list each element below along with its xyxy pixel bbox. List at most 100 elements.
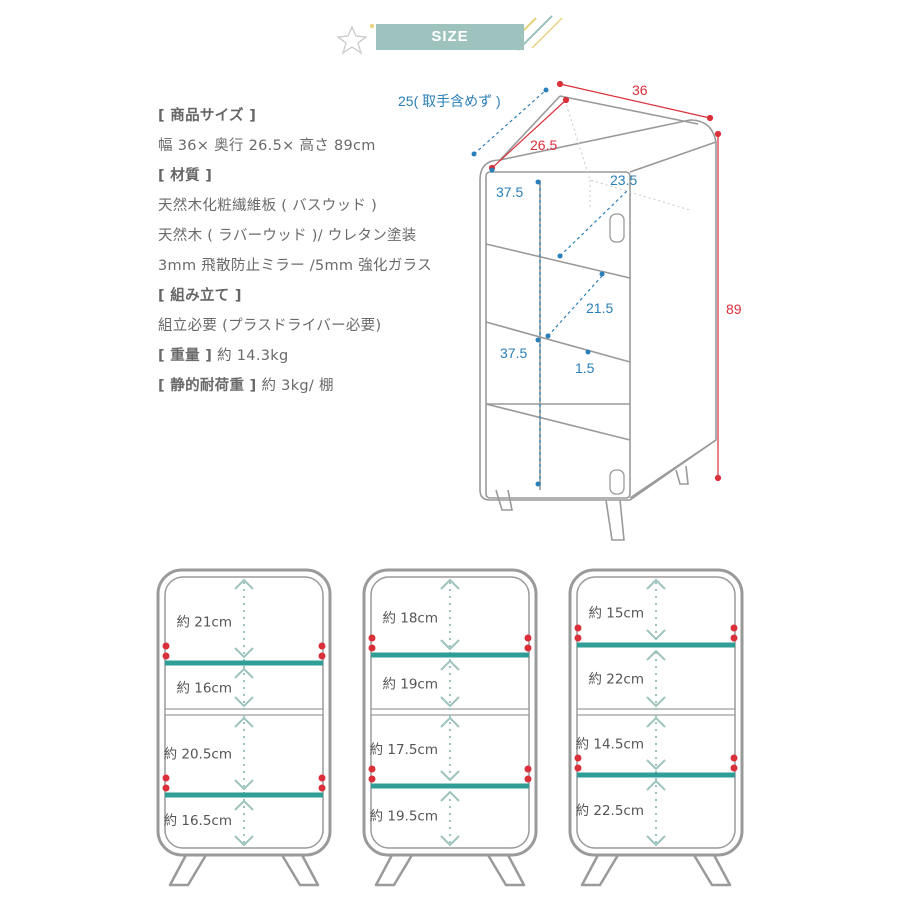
side-bottom: [629, 439, 717, 499]
chevron-down-icon: [646, 759, 666, 771]
shelf-pin: [368, 775, 376, 783]
weight-label: [ 重量 ]: [158, 348, 213, 364]
section-height-label: 約 15cm: [588, 606, 644, 622]
leg: [280, 854, 320, 887]
inner-bottom-label: 37.5: [500, 345, 527, 361]
width-label: 36: [632, 82, 648, 98]
front-frame: [485, 171, 631, 499]
streak-line: [531, 17, 563, 49]
shelf-pin: [368, 634, 376, 642]
shelf-pin: [524, 644, 532, 652]
shelf-pin: [574, 764, 582, 772]
section-height-label: 約 19cm: [382, 677, 438, 693]
material-heading: [ 材質 ]: [158, 168, 213, 184]
shelf-line: [485, 321, 631, 363]
chevron-down-icon: [440, 639, 460, 651]
shelf-pin: [318, 642, 326, 650]
height-label: 89: [726, 301, 742, 317]
depth-label: 26.5: [530, 137, 557, 153]
shelf-pin: [574, 634, 582, 642]
shelf-gap-label: 21.5: [586, 300, 613, 316]
star-icon: [336, 25, 368, 55]
material-line-2: 天然木 ( ラバーウッド )/ ウレタン塗装: [158, 228, 417, 244]
size-banner: SIZE: [376, 24, 524, 50]
weight-row: [ 重量 ] 約 14.3kg: [158, 344, 288, 365]
chevron-up-icon: [646, 779, 666, 791]
section-height-label: 約 20.5cm: [164, 747, 232, 763]
shelf-pin: [162, 652, 170, 660]
shelf-pin: [524, 634, 532, 642]
leg: [168, 854, 208, 887]
shelf-pin: [162, 784, 170, 792]
section-height-label: 約 17.5cm: [370, 742, 438, 758]
shelf-pin: [318, 652, 326, 660]
no-handle-depth-line: [473, 89, 547, 155]
chevron-up-icon: [234, 716, 254, 728]
chevron-up-icon: [646, 649, 666, 661]
size-value: 幅 36× 奥行 26.5× 高さ 89cm: [158, 138, 376, 154]
shelf-pin: [730, 634, 738, 642]
leg: [605, 499, 625, 541]
material-line-3: 3mm 飛散防止ミラー /5mm 強化ガラス: [158, 258, 432, 274]
shelf-pin: [730, 624, 738, 632]
section-height-label: 約 22.5cm: [576, 803, 644, 819]
layout-panel-2: 約 18cm 約 19cm 約 17.5cm 約 19.5cm: [362, 568, 538, 887]
leg: [486, 854, 526, 887]
section-height-label: 約 21cm: [176, 615, 232, 631]
load-row: [ 静的耐荷重 ] 約 3kg/ 棚: [158, 374, 334, 395]
chevron-down-icon: [646, 835, 666, 847]
shelf-pin: [730, 764, 738, 772]
leg: [374, 854, 414, 887]
weight-value: 約 14.3kg: [212, 348, 289, 364]
chevron-up-icon: [234, 667, 254, 679]
shelf-pin: [368, 644, 376, 652]
section-height-label: 約 14.5cm: [576, 737, 644, 753]
chevron-down-icon: [646, 696, 666, 708]
chevron-up-icon: [440, 716, 460, 728]
assembly-heading: [ 組み立て ]: [158, 288, 242, 304]
leg: [692, 854, 732, 887]
shelf-pin: [162, 774, 170, 782]
shelf-pin: [574, 624, 582, 632]
chevron-up-icon: [440, 790, 460, 802]
inner-depth-label: 23.5: [610, 172, 637, 188]
width-dimension-line: [559, 83, 711, 119]
chevron-up-icon: [234, 578, 254, 590]
shelf-pin: [524, 765, 532, 773]
shelf-pin: [524, 775, 532, 783]
section-height-label: 約 22cm: [588, 672, 644, 688]
shelf-gap-line: [547, 275, 603, 337]
load-label: [ 静的耐荷重 ]: [158, 378, 257, 394]
shelf-pin: [318, 784, 326, 792]
section-height-label: 約 18cm: [382, 611, 438, 627]
section-height-label: 約 16cm: [176, 681, 232, 697]
inner-top-label: 37.5: [496, 184, 523, 200]
load-value: 約 3kg/ 棚: [256, 378, 334, 394]
chevron-down-icon: [440, 835, 460, 847]
material-line-1: 天然木化粧繊維板 ( バスウッド ): [158, 198, 378, 214]
door-knob: [609, 469, 625, 495]
chevron-up-icon: [646, 578, 666, 590]
chevron-up-icon: [646, 716, 666, 728]
chevron-up-icon: [440, 578, 460, 590]
shelf-pin: [574, 754, 582, 762]
leg: [495, 489, 513, 511]
chevron-down-icon: [234, 835, 254, 847]
chevron-up-icon: [440, 659, 460, 671]
inner-depth-line: [559, 189, 629, 257]
top-back-edge: [559, 95, 699, 125]
shelf-pin: [730, 754, 738, 762]
shelf-pin: [162, 642, 170, 650]
cabinet-outline: [479, 119, 717, 501]
chevron-down-icon: [234, 696, 254, 708]
chevron-down-icon: [440, 770, 460, 782]
section-height-label: 約 19.5cm: [370, 809, 438, 825]
shelf-pin: [368, 765, 376, 773]
sparkle-icon: [370, 24, 374, 28]
chevron-down-icon: [234, 647, 254, 659]
depth-dimension-line: [491, 99, 567, 169]
top-left-edge: [499, 95, 561, 161]
